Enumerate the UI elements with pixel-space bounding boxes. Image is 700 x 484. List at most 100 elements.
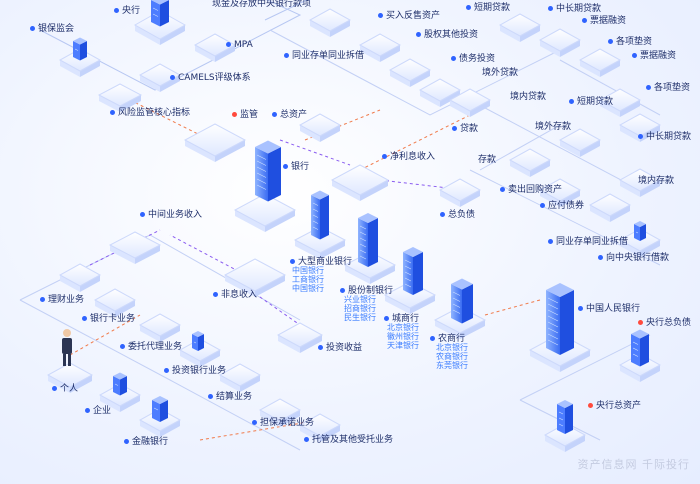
tile-individual [46, 362, 94, 393]
label-rural-bank: 农商行 [430, 334, 465, 345]
tile-bank [233, 193, 297, 232]
label-central-bank: 央行 [114, 6, 140, 17]
label-card: 银行卡业务 [82, 314, 135, 325]
tile-non-interest [223, 258, 287, 297]
label-advances-2: 各项垫资 [646, 83, 690, 94]
label-sell-repo: 卖出回购资产 [500, 185, 562, 196]
tile-cb-assets [543, 423, 587, 452]
tile-sell-repo [538, 178, 582, 207]
label-long-loans-1: 中长期贷款 [548, 4, 601, 15]
label-bill-finance-1: 票据融资 [582, 16, 626, 27]
building-pboc [546, 283, 574, 355]
label-bank-regulator: 银保监会 [30, 24, 74, 35]
building-cb-liabilities [631, 329, 649, 367]
label-deposits: 存款 [478, 155, 497, 165]
label-repo-assets: 买入反售资产 [378, 11, 440, 22]
building-cb-borrow [634, 221, 646, 241]
label-agency: 委托代理业务 [120, 342, 182, 353]
building-large-bank [311, 190, 329, 240]
tile-long-2 [618, 113, 662, 142]
label-short-loans-2: 短期贷款 [569, 97, 613, 108]
tile-adv-2 [598, 88, 642, 117]
tile-camels [138, 63, 182, 92]
city-bank-members: 北京银行徽州银行天津银行 [387, 323, 419, 350]
label-trust: 托管及其他受托业务 [304, 435, 393, 446]
tile-repo [358, 33, 402, 62]
label-pboc: 中国人民银行 [578, 304, 640, 315]
building-ib [192, 331, 204, 351]
label-supervision: 监管 [232, 110, 258, 121]
label-domestic-deposits: 境内存款 [638, 176, 675, 186]
label-invest-income: 投资收益 [318, 343, 362, 354]
tile-card [93, 288, 137, 317]
label-total-liabilities: 总负债 [440, 210, 475, 221]
label-equity-invest: 股权其他投资 [416, 30, 478, 41]
tile-wealth [58, 263, 102, 292]
label-domestic-loans: 境内贷款 [510, 92, 547, 102]
label-camels: CAMELS评级体系 [170, 73, 251, 84]
tile-bonds [588, 193, 632, 222]
label-debt-invest: 债务投资 [451, 54, 495, 65]
tile-invest-inc [276, 322, 324, 353]
label-wealth: 理财业务 [40, 295, 84, 306]
label-overseas-loans: 境外贷款 [482, 68, 519, 78]
tile-overseas-dep [558, 128, 602, 157]
label-individual: 个人 [52, 384, 78, 395]
tile-debt [418, 78, 462, 107]
tile-settlement [218, 363, 262, 392]
label-bank: 银行 [283, 162, 309, 173]
label-loans: 贷款 [452, 124, 478, 135]
label-investment-banking: 投资银行业务 [164, 366, 226, 377]
label-advances-1: 各项垫资 [608, 37, 652, 48]
tile-loans-hub [448, 88, 492, 117]
tile-large [293, 226, 347, 259]
person-figure [62, 329, 72, 366]
large-bank-members: 中国银行工商银行中国银行 [292, 266, 324, 293]
label-central-assets: 央行总资产 [588, 401, 641, 412]
watermark: 资产信息网 千际投行 [577, 458, 690, 471]
joint-bank-members: 兴业银行招商银行民生银行 [344, 295, 376, 322]
tile-supervision [183, 123, 247, 162]
label-total-assets: 总资产 [272, 110, 307, 121]
building-rural-bank [451, 278, 473, 324]
label-mpa: MPA [226, 40, 253, 51]
label-central-liabilities: 央行总负债 [638, 318, 691, 329]
tile-dom-dep [618, 168, 662, 197]
tile-liabilities [438, 178, 482, 207]
tile-mpa [193, 33, 237, 62]
label-mid-income: 中间业务收入 [140, 210, 202, 221]
tile-total-assets [298, 113, 342, 142]
label-guarantee: 担保承诺业务 [252, 418, 314, 429]
label-settlement: 结算业务 [208, 392, 252, 403]
label-interbank-bottom: 同业存单同业拆借 [548, 237, 628, 248]
label-interbank-top: 同业存单同业拆借 [284, 51, 364, 62]
building-cb-assets [557, 400, 573, 434]
tile-mid-income [108, 231, 162, 264]
label-joint-bank: 股份制银行 [340, 286, 393, 297]
tile-deposits [508, 148, 552, 177]
label-bonds-payable: 应付债券 [540, 201, 584, 212]
label-financial-bank: 金融银行 [124, 437, 168, 448]
tile-bill-1 [578, 48, 622, 77]
building-city-bank [403, 247, 423, 295]
label-city-bank: 城商行 [384, 314, 419, 325]
tile-cash [308, 8, 352, 37]
tile-long-1 [538, 28, 582, 57]
tile-guarantee [258, 398, 302, 427]
building-bank [255, 140, 281, 202]
tile-risk [97, 83, 143, 112]
label-bill-finance-2: 票据融资 [632, 51, 676, 62]
label-enterprise: 企业 [85, 406, 111, 417]
tile-trust [298, 413, 342, 442]
tile-agency [138, 313, 182, 342]
label-large-bank: 大型商业银行 [290, 257, 352, 268]
building-central-bank [151, 0, 169, 27]
building-joint-bank [358, 213, 378, 267]
tile-equity [388, 58, 432, 87]
label-overseas-deposits: 境外存款 [535, 122, 572, 132]
label-cash-deposit: 现金及存放中央银行款项 [212, 0, 312, 9]
tile-net-interest [330, 164, 390, 201]
label-long-loans-2: 中长期贷款 [638, 132, 691, 143]
